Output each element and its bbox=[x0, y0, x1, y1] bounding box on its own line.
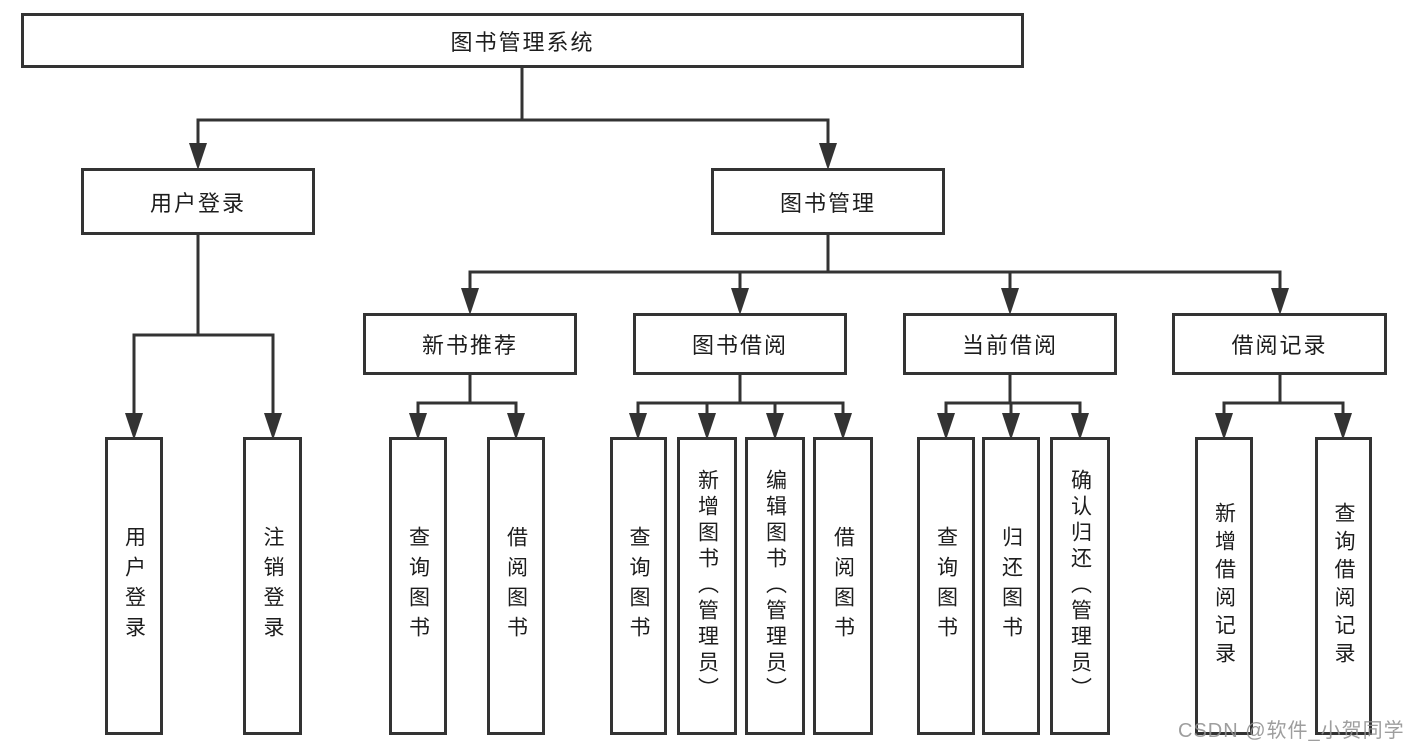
node-new-book-recommend: 新书推荐 bbox=[363, 313, 577, 375]
leaf-add-borrow-record: 新增借阅记录 bbox=[1195, 437, 1253, 735]
leaf-return-books: 归还图书 bbox=[982, 437, 1040, 735]
node-root-system: 图书管理系统 bbox=[21, 13, 1024, 68]
node-user-login-branch: 用户登录 bbox=[81, 168, 315, 235]
csdn-watermark: CSDN @软件_小贺同学 bbox=[1178, 720, 1405, 742]
leaf-logout: 注销登录 bbox=[243, 437, 302, 735]
leaf-add-books-admin: 新增图书（管理员） bbox=[677, 437, 737, 735]
node-book-management-branch: 图书管理 bbox=[711, 168, 945, 235]
leaf-query-books-recommend: 查询图书 bbox=[389, 437, 447, 735]
node-book-borrowing: 图书借阅 bbox=[633, 313, 847, 375]
leaf-user-login: 用户登录 bbox=[105, 437, 163, 735]
leaf-borrow-books-recommend: 借阅图书 bbox=[487, 437, 545, 735]
leaf-confirm-return-admin: 确认归还（管理员） bbox=[1050, 437, 1110, 735]
leaf-query-borrow-record: 查询借阅记录 bbox=[1315, 437, 1372, 735]
leaf-query-books-current: 查询图书 bbox=[917, 437, 975, 735]
leaf-edit-books-admin: 编辑图书（管理员） bbox=[745, 437, 805, 735]
node-current-borrowing: 当前借阅 bbox=[903, 313, 1117, 375]
leaf-query-books-borrowing: 查询图书 bbox=[610, 437, 667, 735]
arrowhead-icons bbox=[125, 143, 1352, 440]
node-borrowing-records: 借阅记录 bbox=[1172, 313, 1387, 375]
leaf-borrow-books-borrowing: 借阅图书 bbox=[813, 437, 873, 735]
